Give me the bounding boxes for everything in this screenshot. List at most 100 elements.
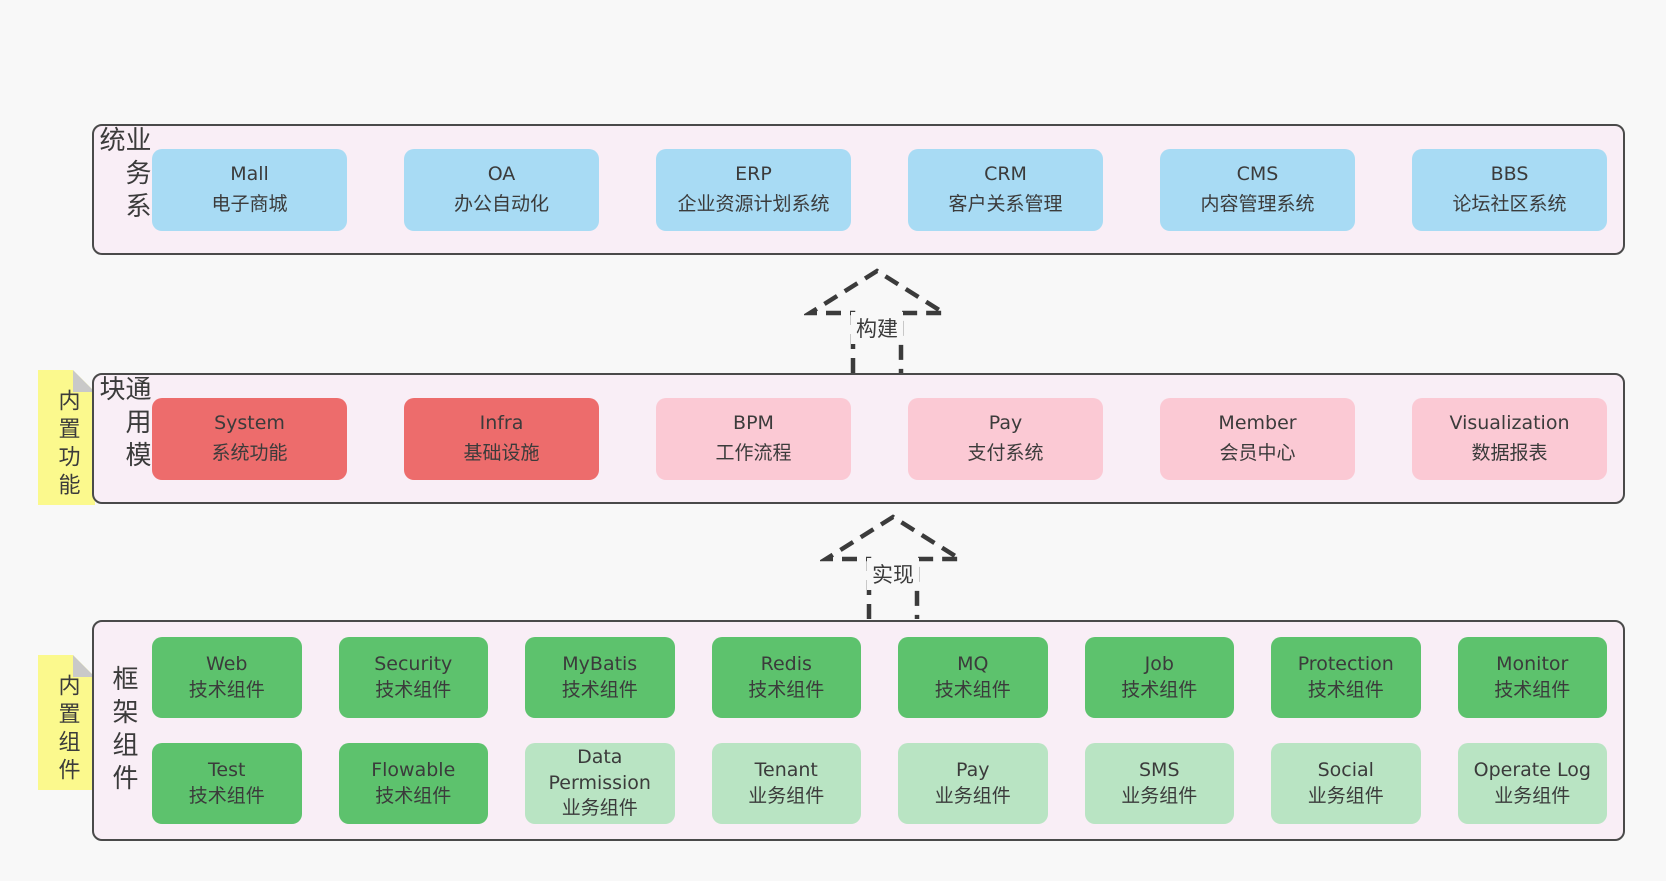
box-subtitle: 工作流程 — [715, 441, 792, 464]
box-subtitle: 技术组件 — [188, 678, 265, 701]
section-label-column: 业务系统 — [94, 126, 152, 253]
box-subtitle: 技术组件 — [188, 784, 265, 807]
arrow-implement-label: 实现 — [867, 558, 919, 590]
section-components-label: 框架组件 — [108, 664, 138, 797]
box-pay-component: Pay 业务组件 — [898, 743, 1048, 824]
box-title: MQ — [957, 652, 989, 675]
box-title: Web — [206, 652, 248, 675]
box-title: CMS — [1236, 163, 1279, 186]
section-modules-label: 通用模块 — [95, 375, 151, 474]
box-title: Pay — [956, 758, 990, 781]
box-title: Visualization — [1449, 412, 1570, 435]
box-subtitle: 系统功能 — [211, 441, 288, 464]
sticky-builtin-features-label: 内置功能 — [54, 388, 80, 501]
box-subtitle: 支付系统 — [967, 441, 1044, 464]
box-subtitle: 内容管理系统 — [1200, 192, 1315, 215]
box-visualization: Visualization 数据报表 — [1412, 397, 1607, 480]
sticky-builtin-components-label: 内置组件 — [54, 673, 80, 786]
box-erp: ERP 企业资源计划系统 — [656, 148, 851, 231]
box-subtitle: 企业资源计划系统 — [677, 192, 830, 215]
box-subtitle: 业务组件 — [561, 797, 638, 820]
box-title: BBS — [1490, 163, 1529, 186]
box-title: System — [214, 412, 285, 435]
section-business-systems: 业务系统 Mall 电子商城 OA 办公自动化 ERP 企业资源计划系统 CRM… — [92, 124, 1625, 255]
box-subtitle: 技术组件 — [1121, 678, 1198, 701]
components-row-2: Test 技术组件 Flowable 技术组件 Data Permission … — [152, 743, 1607, 824]
box-mq: MQ 技术组件 — [898, 637, 1048, 718]
box-subtitle: 业务组件 — [934, 784, 1011, 807]
box-subtitle: 技术组件 — [1494, 678, 1571, 701]
box-operate-log: Operate Log 业务组件 — [1457, 743, 1607, 824]
section-common-modules: 通用模块 System 系统功能 Infra 基础设施 BPM 工作流程 Pay… — [92, 373, 1625, 504]
modules-boxes-row: System 系统功能 Infra 基础设施 BPM 工作流程 Pay 支付系统… — [152, 397, 1623, 480]
box-bbs: BBS 论坛社区系统 — [1412, 148, 1607, 231]
box-title: Job — [1144, 652, 1174, 675]
box-subtitle: 技术组件 — [748, 678, 825, 701]
section-business-label: 业务系统 — [95, 126, 151, 225]
box-title: Operate Log — [1473, 758, 1591, 781]
section-label-column: 框架组件 — [94, 622, 152, 839]
box-infra: Infra 基础设施 — [404, 397, 599, 480]
box-crm: CRM 客户关系管理 — [908, 148, 1103, 231]
box-title: MyBatis — [562, 652, 638, 675]
box-title: Member — [1218, 412, 1297, 435]
box-protection: Protection 技术组件 — [1271, 637, 1421, 718]
box-title: Monitor — [1496, 652, 1569, 675]
box-redis: Redis 技术组件 — [711, 637, 861, 718]
arrow-implement: 实现 — [820, 514, 966, 620]
box-subtitle: 办公自动化 — [453, 192, 549, 215]
box-mybatis: MyBatis 技术组件 — [525, 637, 675, 718]
box-title: Protection — [1297, 652, 1394, 675]
box-subtitle: 技术组件 — [375, 678, 452, 701]
box-system: System 系统功能 — [152, 397, 347, 480]
arrow-build-label: 构建 — [851, 312, 903, 344]
box-sms: SMS 业务组件 — [1084, 743, 1234, 824]
box-data-permission: Data Permission 业务组件 — [525, 743, 675, 824]
box-title: SMS — [1138, 758, 1180, 781]
box-title: Redis — [760, 652, 812, 675]
box-subtitle: 电子商城 — [211, 192, 288, 215]
box-subtitle: 业务组件 — [748, 784, 825, 807]
components-row-1: Web 技术组件 Security 技术组件 MyBatis 技术组件 Redi… — [152, 637, 1607, 718]
box-title: Security — [374, 652, 453, 675]
section-label-column: 通用模块 — [94, 375, 152, 502]
box-title: Flowable — [371, 758, 456, 781]
box-subtitle: 数据报表 — [1471, 441, 1548, 464]
box-subtitle: 技术组件 — [934, 678, 1011, 701]
box-title: Test — [208, 758, 246, 781]
box-cms: CMS 内容管理系统 — [1160, 148, 1355, 231]
box-subtitle: 技术组件 — [561, 678, 638, 701]
box-subtitle: 业务组件 — [1494, 784, 1571, 807]
box-test: Test 技术组件 — [152, 743, 302, 824]
box-title: Infra — [479, 412, 524, 435]
arrow-build: 构建 — [804, 268, 950, 374]
box-subtitle: 客户关系管理 — [948, 192, 1063, 215]
box-subtitle: 基础设施 — [463, 441, 540, 464]
box-social: Social 业务组件 — [1271, 743, 1421, 824]
box-bpm: BPM 工作流程 — [656, 397, 851, 480]
box-title: Pay — [988, 412, 1023, 435]
components-grid: Web 技术组件 Security 技术组件 MyBatis 技术组件 Redi… — [152, 637, 1623, 824]
box-title: ERP — [735, 163, 772, 186]
box-title: Tenant — [754, 758, 818, 781]
box-member: Member 会员中心 — [1160, 397, 1355, 480]
box-subtitle: 技术组件 — [1307, 678, 1384, 701]
box-mall: Mall 电子商城 — [152, 148, 347, 231]
box-subtitle: 技术组件 — [375, 784, 452, 807]
box-title: OA — [487, 163, 516, 186]
box-subtitle: 会员中心 — [1219, 441, 1296, 464]
box-subtitle: 业务组件 — [1307, 784, 1384, 807]
box-web: Web 技术组件 — [152, 637, 302, 718]
sticky-builtin-components: 内置组件 — [38, 655, 95, 790]
business-boxes-row: Mall 电子商城 OA 办公自动化 ERP 企业资源计划系统 CRM 客户关系… — [152, 148, 1623, 231]
box-oa: OA 办公自动化 — [404, 148, 599, 231]
box-title: CRM — [984, 163, 1027, 186]
box-title: BPM — [733, 412, 774, 435]
box-pay-system: Pay 支付系统 — [908, 397, 1103, 480]
box-monitor: Monitor 技术组件 — [1457, 637, 1607, 718]
box-title: Mall — [230, 163, 269, 186]
box-title: Social — [1317, 758, 1374, 781]
box-title: Data Permission — [548, 746, 651, 794]
box-tenant: Tenant 业务组件 — [711, 743, 861, 824]
